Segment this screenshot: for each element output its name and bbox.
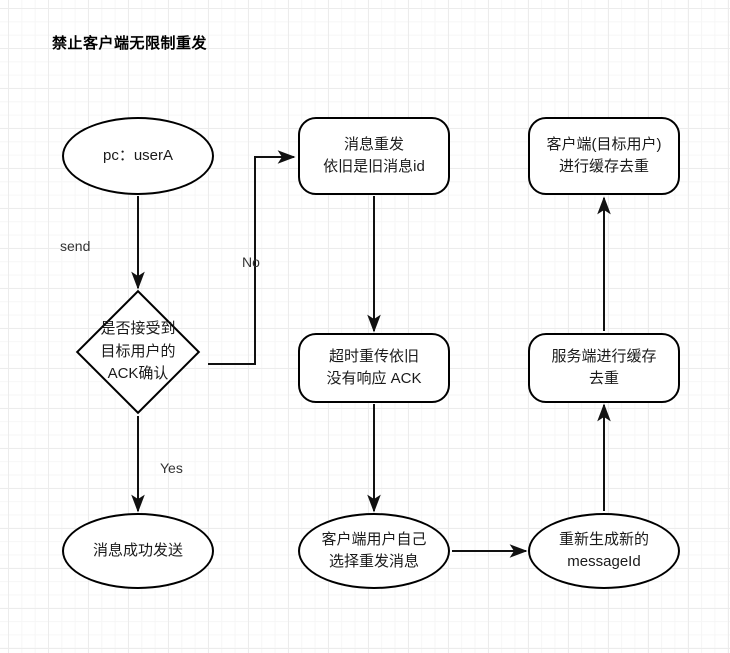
node-client-dedup-label: 客户端(目标用户) 进行缓存去重: [546, 136, 662, 175]
node-new-messageid[interactable]: 重新生成新的 messageId: [528, 513, 680, 589]
node-timeout-no-ack-label: 超时重传依旧 没有响应 ACK: [326, 348, 422, 387]
node-user-resend-label: 客户端用户自己 选择重发消息: [321, 531, 427, 570]
node-server-dedup-label: 服务端进行缓存 去重: [551, 348, 657, 387]
node-success[interactable]: 消息成功发送: [62, 513, 214, 589]
node-timeout-no-ack[interactable]: 超时重传依旧 没有响应 ACK: [298, 333, 450, 403]
node-resend[interactable]: 消息重发 依旧是旧消息id: [298, 117, 450, 195]
node-success-label: 消息成功发送: [92, 542, 183, 560]
node-client-dedup[interactable]: 客户端(目标用户) 进行缓存去重: [528, 117, 680, 195]
node-user-resend[interactable]: 客户端用户自己 选择重发消息: [298, 513, 450, 589]
node-decision-ack[interactable]: 是否接受到 目标用户的 ACK确认: [68, 289, 208, 415]
diagram-title: 禁止客户端无限制重发: [52, 35, 208, 52]
edge-label-send: send: [60, 238, 91, 254]
node-start[interactable]: pc：userA: [62, 117, 214, 195]
node-server-dedup[interactable]: 服务端进行缓存 去重: [528, 333, 680, 403]
node-decision-ack-label: 是否接受到 目标用户的 ACK确认: [100, 320, 176, 383]
node-resend-label: 消息重发 依旧是旧消息id: [323, 136, 425, 175]
node-new-messageid-label: 重新生成新的 messageId: [558, 531, 649, 570]
edge-label-yes: Yes: [160, 460, 183, 476]
edge-label-no: No: [242, 254, 260, 270]
node-start-label: pc：userA: [102, 147, 174, 165]
